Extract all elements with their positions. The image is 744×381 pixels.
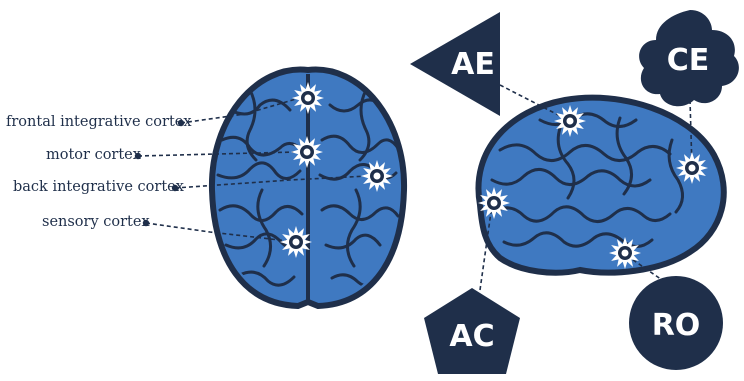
label-back-integrative-cortex: back integrative cortex bbox=[13, 179, 184, 195]
marker-frontal-core bbox=[305, 95, 312, 102]
ae-badge-text: AE bbox=[451, 47, 495, 82]
badge-ac[interactable]: AC bbox=[424, 288, 520, 374]
leader-dots bbox=[135, 120, 184, 226]
marker-motor-core bbox=[304, 149, 311, 156]
ce-badge-text: CE bbox=[667, 43, 710, 78]
marker-ae-core bbox=[567, 118, 574, 125]
badge-ro[interactable]: RO bbox=[629, 276, 723, 370]
marker-back-core bbox=[374, 173, 381, 180]
badge-ae[interactable]: AE bbox=[410, 12, 500, 116]
marker-ac-core bbox=[491, 200, 498, 207]
ro-badge-text: RO bbox=[652, 308, 701, 343]
label-sensory-cortex: sensory cortex bbox=[42, 214, 150, 230]
label-motor-cortex: motor cortex bbox=[46, 147, 141, 163]
brain-side-view bbox=[478, 98, 723, 273]
ac-badge-text: AC bbox=[449, 319, 494, 354]
marker-ro-core bbox=[622, 250, 629, 257]
marker-sensory-core bbox=[293, 239, 300, 246]
badge-ce[interactable]: CE bbox=[639, 10, 739, 106]
marker-ce-core bbox=[689, 165, 696, 172]
label-frontal-integrative-cortex: frontal integrative cortex bbox=[6, 114, 192, 130]
